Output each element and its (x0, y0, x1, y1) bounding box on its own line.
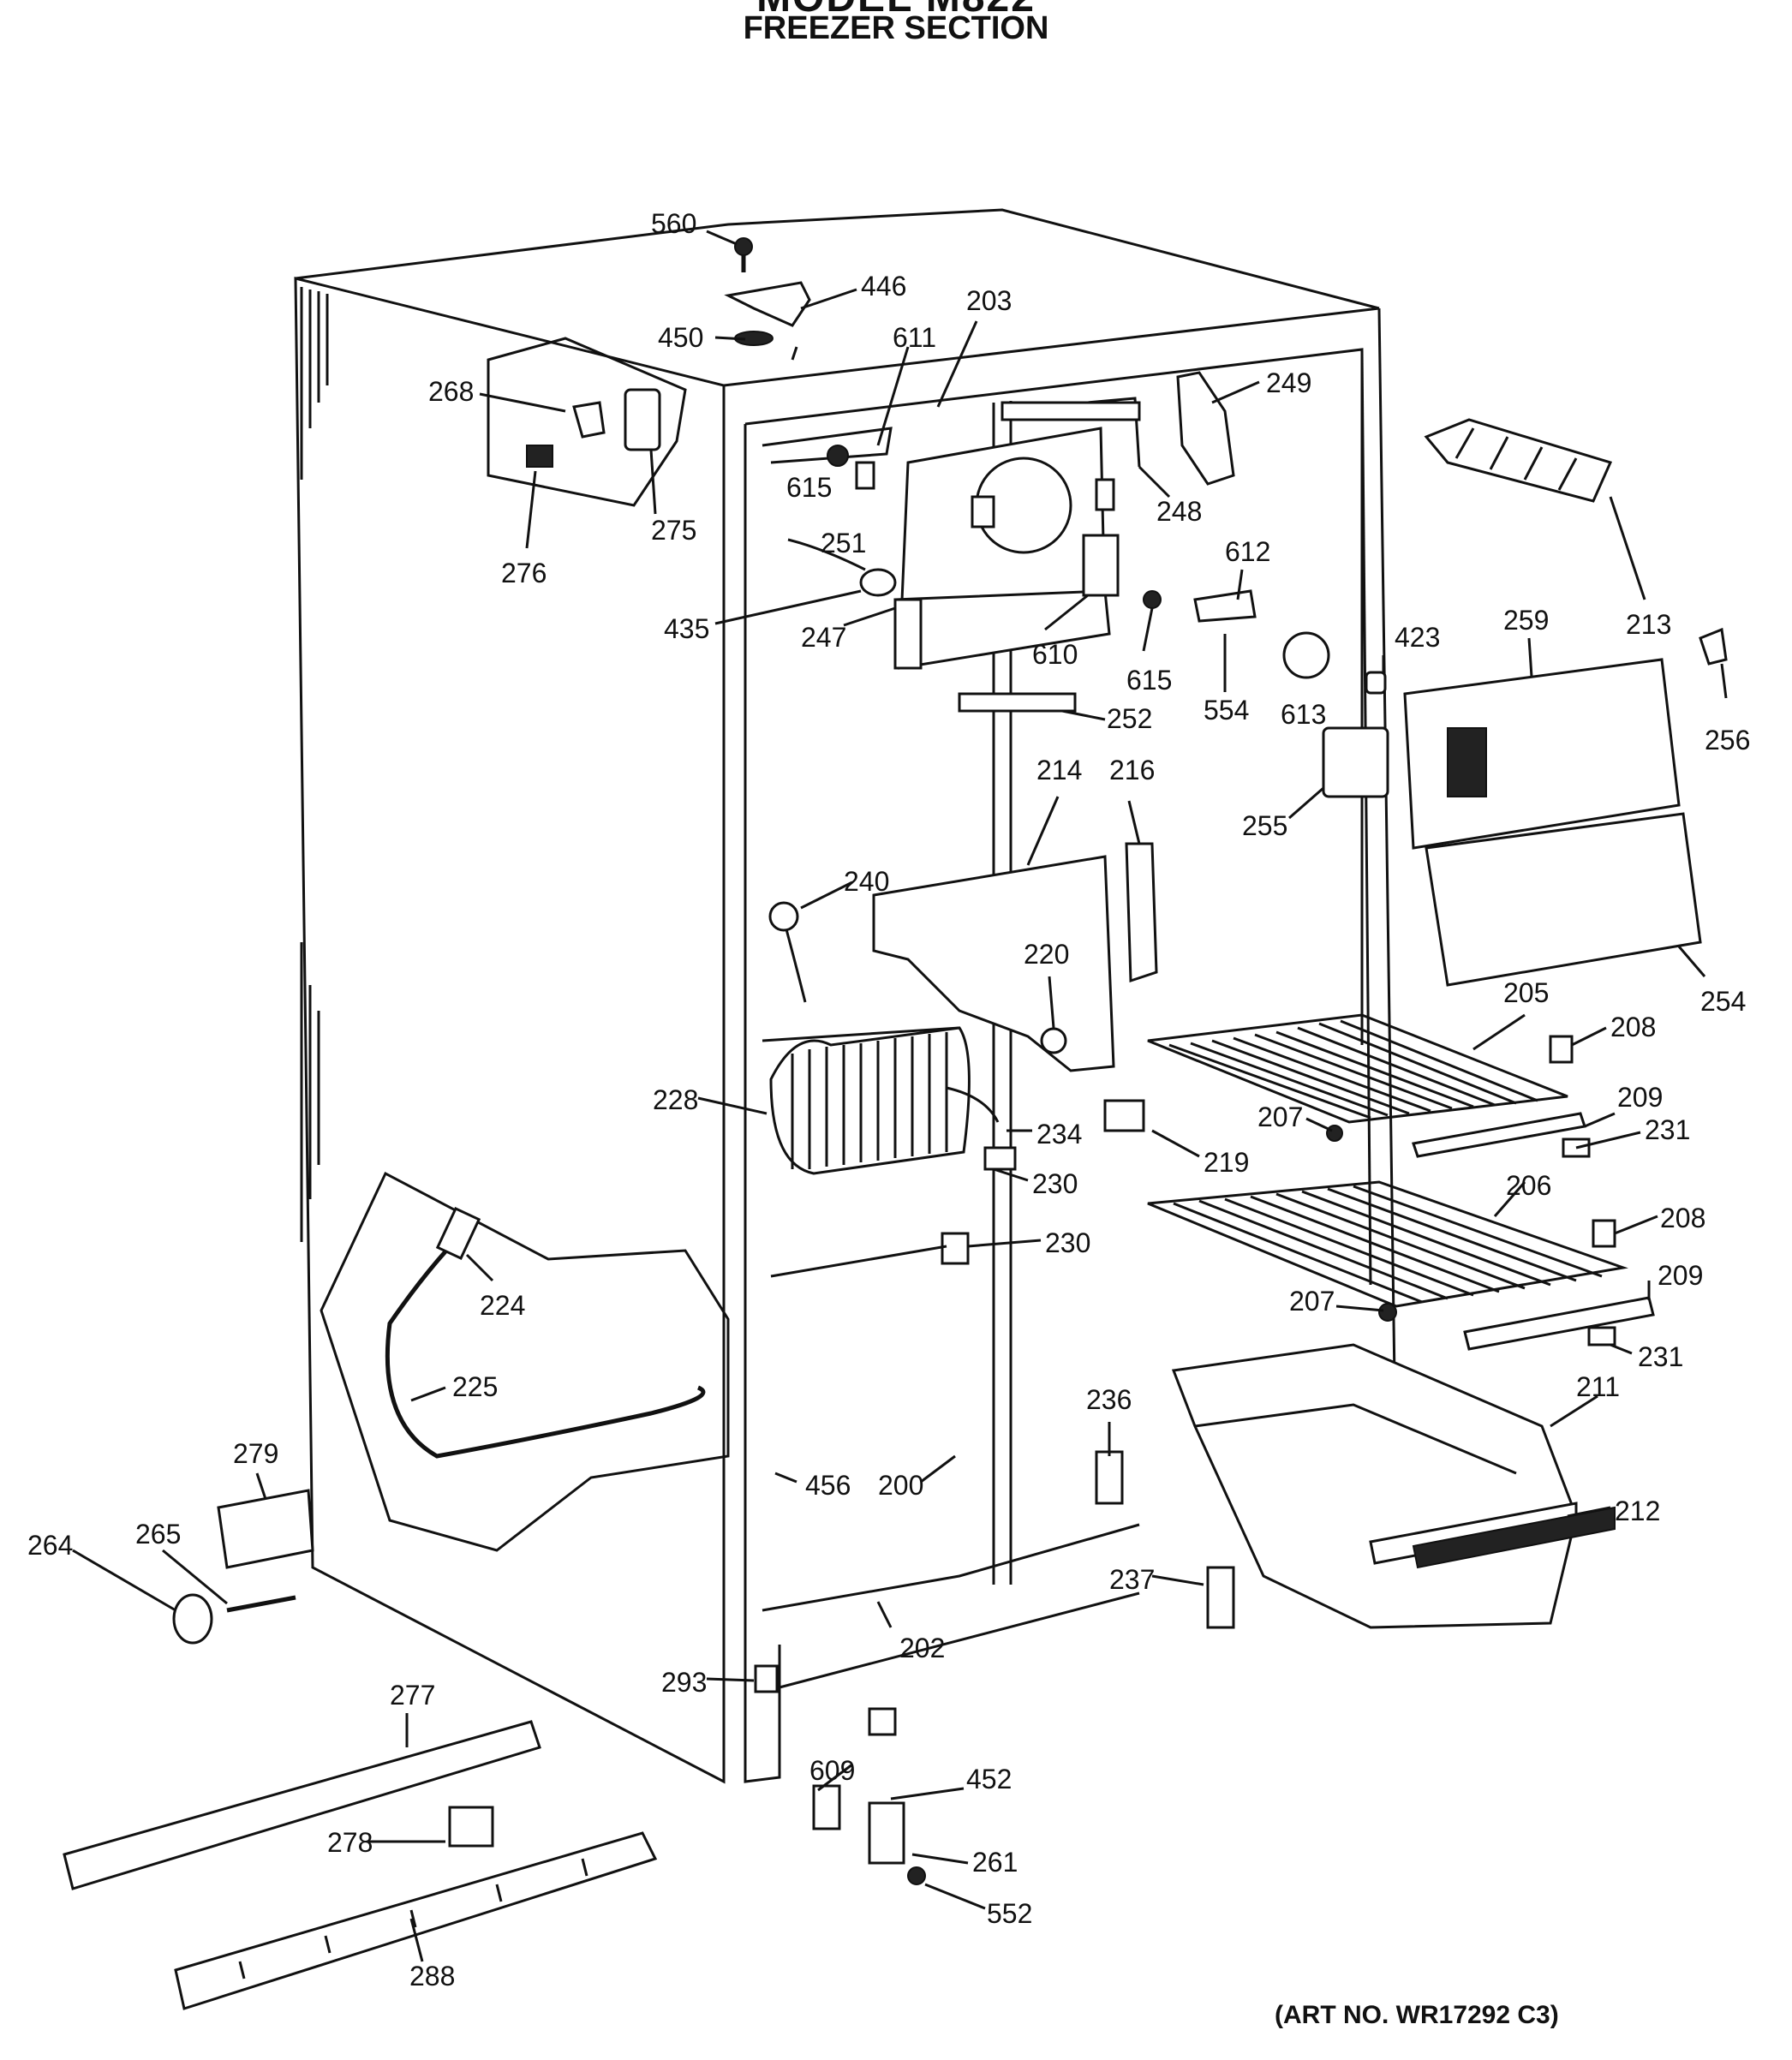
model-title: MODEL M822 (0, 0, 1792, 21)
right-small-parts (754, 1450, 1235, 1885)
part-label-268: 268 (428, 376, 474, 407)
part-label-288: 288 (409, 1961, 455, 1991)
cabinet-shell (294, 208, 1398, 1784)
part-label-275: 275 (651, 515, 696, 546)
ice-tray (1424, 418, 1613, 503)
part-label-279: 279 (233, 1438, 278, 1469)
part-label-252: 252 (1107, 703, 1152, 734)
part-label-265: 265 (135, 1519, 181, 1549)
part-label-452: 452 (966, 1764, 1012, 1794)
part-label-255: 255 (1242, 810, 1287, 841)
part-label-230-lower: 230 (1045, 1227, 1090, 1258)
part-label-206: 206 (1506, 1170, 1551, 1201)
part-label-234: 234 (1036, 1119, 1082, 1149)
part-label-456: 456 (805, 1470, 851, 1501)
part-label-203: 203 (966, 285, 1012, 316)
part-label-248: 248 (1156, 496, 1202, 527)
section-subtitle: FREEZER SECTION (743, 10, 1049, 46)
part-label-211: 211 (1576, 1371, 1620, 1402)
part-label-228: 228 (653, 1084, 698, 1115)
part-label-613: 613 (1281, 699, 1326, 730)
part-label-237: 237 (1109, 1564, 1155, 1595)
part-label-276: 276 (501, 558, 547, 588)
part-label-560: 560 (651, 208, 696, 239)
part-label-213: 213 (1626, 609, 1671, 640)
part-label-554: 554 (1204, 695, 1249, 725)
part-label-612: 612 (1225, 536, 1270, 567)
part-label-230-upper: 230 (1032, 1168, 1078, 1199)
part-label-231-upper: 231 (1645, 1114, 1690, 1145)
part-label-208-lower: 208 (1660, 1203, 1705, 1233)
part-label-293: 293 (661, 1667, 707, 1698)
art-number: (ART NO. WR17292 C3) (1275, 2001, 1559, 2029)
part-label-256: 256 (1705, 725, 1750, 755)
part-label-611: 611 (893, 322, 936, 353)
light-housing (487, 337, 687, 507)
part-label-251: 251 (821, 528, 866, 558)
freezer-basket (1171, 1343, 1616, 1629)
part-label-254: 254 (1700, 986, 1746, 1017)
part-label-247: 247 (801, 622, 846, 653)
part-label-277: 277 (390, 1680, 435, 1711)
part-label-225: 225 (452, 1371, 498, 1402)
part-label-552: 552 (987, 1898, 1032, 1929)
shelf-panels (1403, 627, 1728, 987)
control-housing (762, 371, 1389, 798)
part-label-610: 610 (1032, 639, 1078, 670)
part-label-240: 240 (844, 866, 889, 897)
part-number-labels: 560 446 450 611 203 249 268 275 276 615 … (27, 208, 1750, 1991)
part-label-261: 261 (972, 1847, 1018, 1878)
wire-shelves (1103, 1013, 1655, 1351)
bottom-rails (63, 1720, 658, 2010)
part-label-231-lower: 231 (1638, 1341, 1683, 1372)
part-label-209-upper: 209 (1617, 1082, 1663, 1113)
side-hatching (300, 287, 329, 1242)
left-small-parts (172, 1489, 314, 1645)
part-label-224: 224 (480, 1290, 525, 1321)
part-label-209-lower: 209 (1658, 1260, 1703, 1291)
part-label-219: 219 (1204, 1147, 1249, 1178)
part-label-446: 446 (861, 271, 906, 302)
part-label-220: 220 (1024, 939, 1069, 970)
top-hinge-assembly (724, 237, 811, 361)
leader-lines (72, 230, 1728, 1962)
part-label-212: 212 (1615, 1496, 1660, 1526)
part-label-423: 423 (1395, 622, 1440, 653)
part-label-615-upper: 615 (786, 472, 832, 503)
part-label-205: 205 (1503, 977, 1549, 1008)
part-label-208-upper: 208 (1610, 1012, 1656, 1042)
part-label-435: 435 (664, 613, 709, 644)
part-label-207-lower: 207 (1289, 1286, 1335, 1317)
part-label-200: 200 (878, 1470, 923, 1501)
part-label-214: 214 (1036, 755, 1082, 785)
drain-tube-area (320, 1171, 730, 1552)
part-label-207-upper: 207 (1257, 1102, 1303, 1132)
part-label-450: 450 (658, 322, 703, 353)
evaporator-coil (769, 1026, 1017, 1278)
part-label-615-lower: 615 (1126, 665, 1172, 696)
part-label-249: 249 (1266, 367, 1311, 398)
part-label-202: 202 (899, 1633, 945, 1663)
part-label-236: 236 (1086, 1384, 1132, 1415)
diagram-header: MODEL M822 FREEZER SECTION (0, 0, 1792, 60)
part-label-216: 216 (1109, 755, 1155, 785)
part-label-259: 259 (1503, 605, 1549, 636)
part-label-609: 609 (809, 1755, 855, 1786)
part-label-278: 278 (327, 1827, 373, 1858)
part-label-264: 264 (27, 1530, 73, 1561)
